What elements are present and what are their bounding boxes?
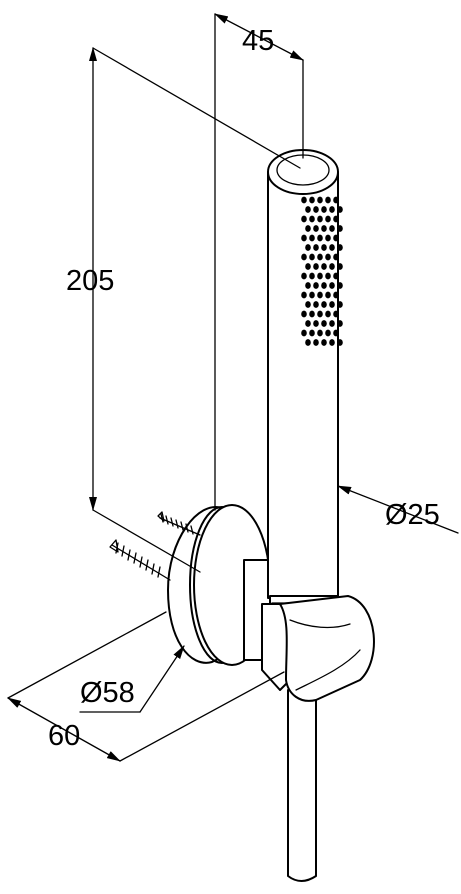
dimension-label-205: 205	[66, 265, 114, 297]
spray-nozzle	[301, 234, 307, 242]
spray-nozzle	[317, 215, 323, 223]
hand-shower	[267, 149, 343, 611]
spray-nozzle	[325, 215, 331, 223]
spray-nozzle	[317, 253, 323, 261]
dimension-60: 60	[7, 611, 285, 762]
spray-nozzle	[321, 282, 327, 289]
spray-nozzle	[325, 310, 331, 318]
spray-nozzle	[337, 320, 343, 327]
wall-rosette	[167, 504, 275, 666]
spray-nozzle	[301, 253, 307, 261]
dimension-diameter-58: Ø58	[79, 645, 185, 713]
spray-nozzle	[301, 196, 307, 204]
spray-nozzle	[329, 244, 335, 251]
spray-nozzle	[333, 329, 339, 337]
spray-nozzle	[313, 225, 319, 232]
spray-nozzle	[321, 320, 327, 327]
dimension-205: 205	[66, 47, 301, 573]
spray-nozzle	[309, 234, 315, 242]
spray-nozzle	[301, 272, 307, 280]
spray-nozzle	[317, 329, 323, 337]
spray-nozzle	[337, 301, 343, 308]
spray-nozzle	[317, 272, 323, 280]
spray-nozzle	[329, 282, 335, 289]
spray-nozzle	[329, 320, 335, 327]
spray-nozzle	[313, 339, 319, 346]
spray-nozzle	[305, 320, 311, 327]
spray-nozzle	[305, 225, 311, 232]
spray-nozzles	[301, 196, 343, 346]
spray-nozzle	[301, 329, 307, 337]
spray-nozzle	[333, 291, 339, 299]
spray-nozzle	[321, 225, 327, 232]
dimension-label-60: 60	[48, 720, 80, 752]
spray-nozzle	[325, 329, 331, 337]
spray-nozzle	[333, 272, 339, 280]
spray-nozzle	[321, 301, 327, 308]
dimension-label-45: 45	[242, 25, 274, 57]
shower-holder	[261, 595, 375, 702]
spray-nozzle	[317, 234, 323, 242]
spray-nozzle	[321, 263, 327, 270]
spray-nozzle	[333, 253, 339, 261]
spray-nozzle	[309, 291, 315, 299]
spray-nozzle	[333, 310, 339, 318]
shower-hose	[287, 689, 317, 882]
spray-nozzle	[305, 301, 311, 308]
spray-nozzle	[337, 206, 343, 213]
spray-nozzle	[313, 263, 319, 270]
spray-nozzle	[317, 196, 323, 204]
spray-nozzle	[337, 244, 343, 251]
spray-nozzle	[313, 320, 319, 327]
spray-nozzle	[301, 291, 307, 299]
spray-nozzle	[329, 263, 335, 270]
spray-nozzle	[325, 272, 331, 280]
spray-nozzle	[309, 253, 315, 261]
spray-nozzle	[325, 234, 331, 242]
wall-screw-upper	[157, 511, 201, 536]
spray-nozzle	[313, 244, 319, 251]
dimension-45: 45	[214, 13, 304, 511]
spray-nozzle	[329, 339, 335, 346]
spray-nozzle	[337, 282, 343, 289]
spray-nozzle	[305, 263, 311, 270]
spray-nozzle	[333, 215, 339, 223]
spray-nozzle	[337, 339, 343, 346]
spray-nozzle	[325, 196, 331, 204]
dimension-diameter-25: Ø25	[337, 485, 459, 534]
spray-nozzle	[337, 263, 343, 270]
dimension-label-diameter-25: Ø25	[385, 499, 440, 531]
spray-nozzle	[313, 282, 319, 289]
spray-nozzle	[305, 244, 311, 251]
spray-nozzle	[329, 206, 335, 213]
spray-nozzle	[301, 215, 307, 223]
spray-nozzle	[305, 206, 311, 213]
spray-nozzle	[337, 225, 343, 232]
spray-nozzle	[317, 291, 323, 299]
spray-nozzle	[329, 301, 335, 308]
spray-nozzle	[321, 244, 327, 251]
spray-nozzle	[317, 310, 323, 318]
wall-screw-lower	[109, 539, 171, 581]
dimension-label-diameter-58: Ø58	[80, 677, 135, 709]
spray-nozzle	[325, 253, 331, 261]
spray-nozzle	[305, 282, 311, 289]
spray-nozzle	[325, 291, 331, 299]
spray-nozzle	[329, 225, 335, 232]
spray-nozzle	[313, 206, 319, 213]
spray-nozzle	[309, 272, 315, 280]
spray-nozzle	[313, 301, 319, 308]
spray-nozzle	[305, 339, 311, 346]
spray-nozzle	[309, 215, 315, 223]
spray-nozzle	[301, 310, 307, 318]
spray-nozzle	[309, 310, 315, 318]
spray-nozzle	[309, 329, 315, 337]
spray-nozzle	[321, 206, 327, 213]
spray-nozzle	[309, 196, 315, 204]
spray-nozzle	[321, 339, 327, 346]
spray-nozzle	[333, 196, 339, 204]
spray-nozzle	[333, 234, 339, 242]
